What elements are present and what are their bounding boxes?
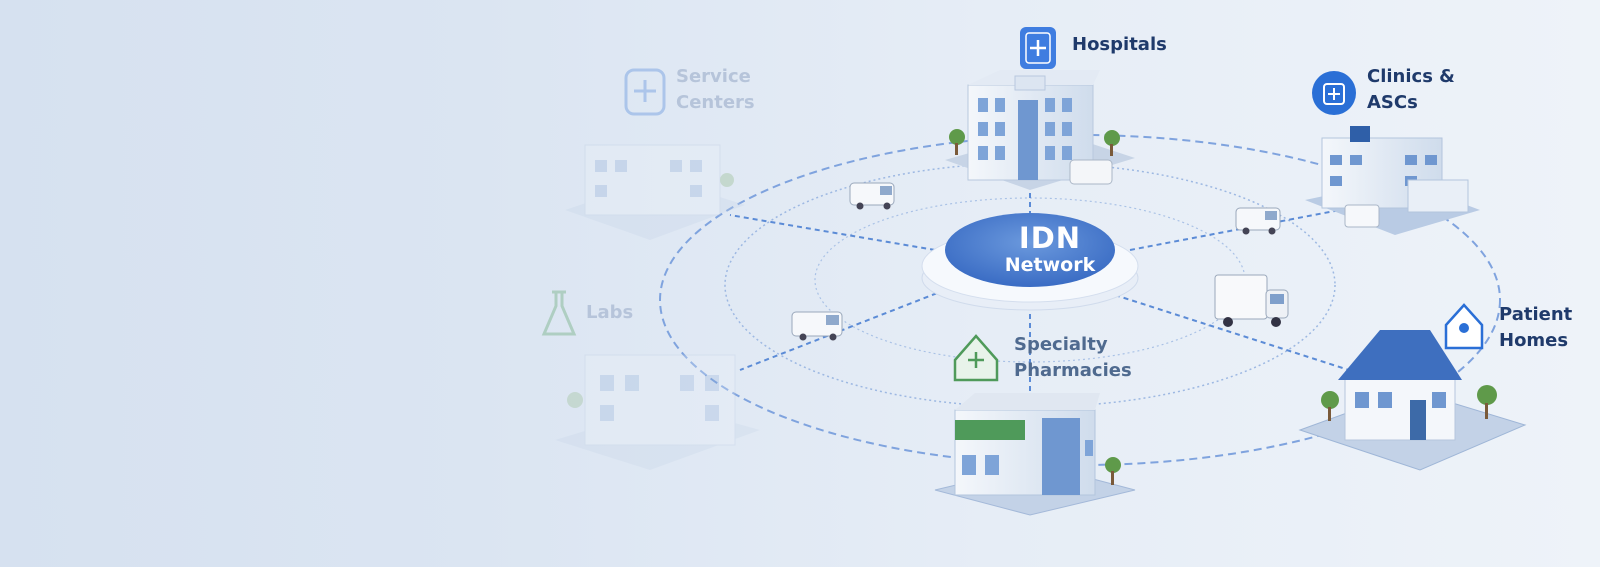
hospital-icon	[1020, 27, 1056, 69]
service-center-icon	[624, 68, 666, 116]
label-clinics: Clinics & ASCs	[1367, 66, 1455, 113]
box-truck	[1214, 274, 1289, 327]
van-right-top	[1235, 207, 1281, 235]
clinic-icon	[1312, 71, 1356, 115]
label-hospitals: Hospitals	[1072, 34, 1167, 55]
label-service-centers: Service Centers	[676, 66, 755, 113]
delivery-vehicles	[791, 182, 1289, 341]
lab-building	[555, 354, 760, 470]
idn-hub	[921, 213, 1139, 311]
home-icon	[1444, 303, 1484, 350]
patient-home	[1298, 330, 1527, 471]
lab-flask-icon	[541, 290, 577, 336]
hub-label: IDN Network	[952, 222, 1148, 276]
van-left-bottom	[791, 311, 843, 341]
pharmacy-icon	[953, 334, 999, 382]
clinic-building	[1305, 126, 1480, 235]
hub-disc	[945, 213, 1115, 287]
spoke-service-centers	[729, 214, 936, 251]
label-patient-homes: Patient Homes	[1499, 304, 1573, 351]
hospital-building	[945, 70, 1135, 190]
hub-subtitle: Network	[1004, 254, 1096, 276]
service-center-building	[565, 144, 745, 240]
van-left-top	[849, 182, 895, 210]
label-specialty-pharmacies: Specialty Pharmacies	[1014, 334, 1132, 381]
spoke-patient-homes	[1114, 294, 1381, 381]
label-labs: Labs	[586, 302, 634, 323]
hub-title: IDN	[1018, 221, 1082, 255]
spoke-clinics	[1129, 209, 1341, 251]
pharmacy-building	[934, 393, 1136, 516]
